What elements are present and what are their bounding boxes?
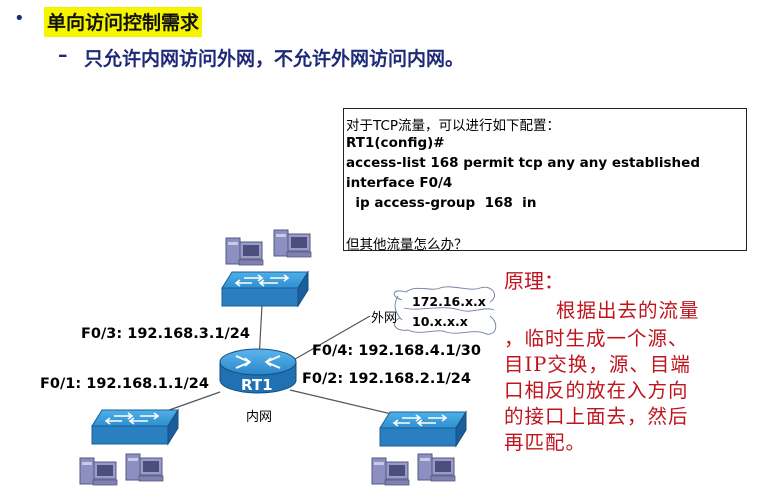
- pc-bottom-left-2-icon: [125, 453, 164, 482]
- interface-f02-label: F0/2: 192.168.2.1/24: [302, 371, 471, 387]
- pc-top-left-icon: [225, 237, 264, 266]
- principle-line-5: 的接口上面去，然后: [504, 405, 689, 428]
- pc-bottom-right-2-icon: [417, 453, 456, 482]
- pc-bottom-left-1-icon: [79, 457, 118, 486]
- pc-top-right-icon: [273, 229, 312, 258]
- config-box: 对于TCP流量，可以进行如下配置： RT1(config)# access-li…: [343, 108, 747, 253]
- outer-network-label: 外网: [371, 311, 398, 326]
- switch-top-icon: [221, 271, 309, 307]
- interface-f03-label: F0/3: 192.168.3.1/24: [81, 326, 250, 342]
- cloud-outline-icon: [393, 286, 497, 335]
- link-rt1-right-switch: [289, 389, 401, 417]
- interface-f04-label: F0/4: 192.168.4.1/30: [312, 343, 481, 359]
- principle-title: 原理：: [504, 269, 564, 293]
- external-net-172: 172.16.x.x: [412, 294, 486, 309]
- link-rt1-external: [289, 315, 371, 363]
- config-line-interface: interface F0/4: [346, 175, 453, 191]
- switch-left-icon: [91, 409, 179, 445]
- config-line-access-group: ip access-group 168 in: [346, 195, 537, 211]
- slide-title: 单向访问控制需求: [44, 7, 203, 37]
- switch-right-icon: [379, 411, 467, 447]
- dash-marker: –: [58, 44, 68, 66]
- bullet-marker: •: [14, 8, 25, 29]
- router-rt1-icon: [219, 348, 297, 394]
- inner-network-label: 内网: [246, 410, 273, 425]
- config-line-acl: access-list 168 permit tcp any any estab…: [346, 155, 700, 171]
- router-label: RT1: [241, 376, 273, 394]
- config-line-intro: 对于TCP流量，可以进行如下配置：: [346, 118, 561, 134]
- slide-subtitle: 只允许内网访问外网，不允许外网访问内网。: [84, 48, 465, 70]
- principle-line-4: 口相反的放在入方向: [504, 379, 689, 402]
- interface-f01-label: F0/1: 192.168.1.1/24: [40, 376, 209, 392]
- principle-line-3: 目IP交换，源、目端: [504, 353, 691, 376]
- external-net-10: 10.x.x.x: [412, 314, 468, 329]
- principle-line-6: 再匹配。: [504, 431, 587, 454]
- pc-bottom-right-1-icon: [371, 457, 410, 486]
- config-line-question: 但其他流量怎么办？: [346, 237, 468, 253]
- principle-line-2: ，临时生成一个源、: [504, 327, 689, 350]
- principle-line-1: 根据出去的流量: [556, 299, 700, 322]
- config-line-prompt: RT1(config)#: [346, 135, 445, 151]
